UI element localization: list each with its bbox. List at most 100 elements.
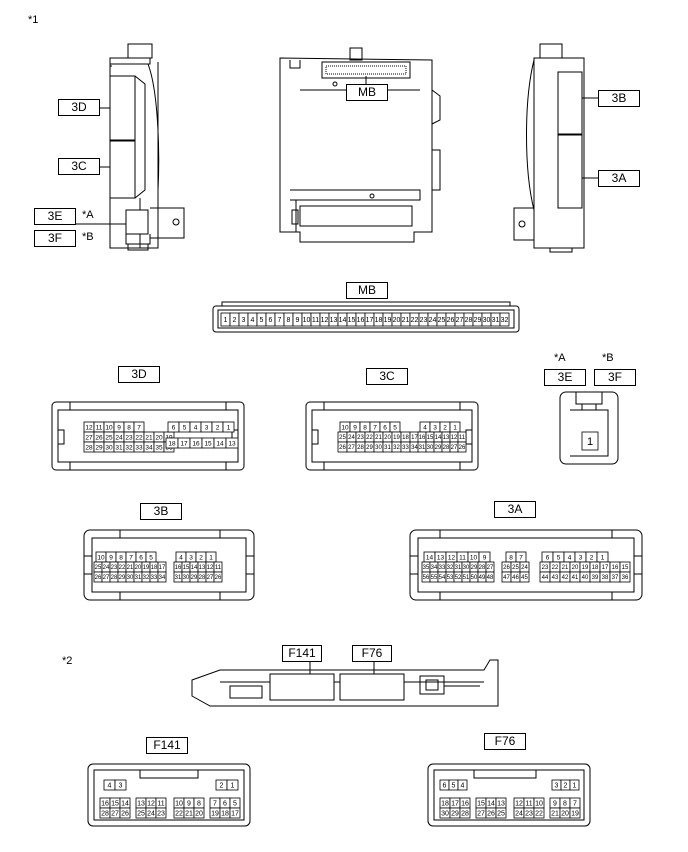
pin-number: 41 [572,575,579,581]
note-star1: *1 [28,14,39,26]
pin-number: 36 [622,575,629,581]
pin-number: 13 [443,435,450,441]
pin-number: 32 [125,444,133,451]
pin-number: 33 [135,444,143,451]
pin-number: 26 [121,811,129,818]
pin-number: 23 [157,811,165,818]
pin-number: 14 [121,801,129,808]
pin-number: 24 [147,811,155,818]
label-mb-top: MB [346,84,388,101]
pin-number: 25 [339,435,346,441]
pin-number: 9 [483,554,487,561]
pin-number: 50 [471,575,478,581]
pin-number: 7 [137,424,141,431]
pin-number: 18 [375,317,383,324]
pin-number: 6 [139,554,143,561]
pin-number: 30 [427,445,434,451]
mb-connector-face [212,301,520,333]
pin-number: 8 [287,317,291,324]
pin-number: 17 [602,565,609,571]
pin-number: 10 [470,554,478,561]
pin-number: 4 [461,783,465,790]
label-3d-face: 3D [118,366,160,383]
pin-cell [222,421,235,433]
pin-number: 46 [512,575,519,581]
pin-number: 9 [553,801,557,808]
pin-number: 3 [579,554,583,561]
pin-cell [114,779,127,791]
pin-number: 28 [199,575,206,581]
pin-number: 32 [393,445,400,451]
pin-number: 4 [194,424,198,431]
pin-number: 17 [159,565,166,571]
pin-number: 18 [151,565,158,571]
pin-number: 30 [483,317,491,324]
pin-number: 24 [515,811,523,818]
pin-number: 5 [452,783,456,790]
pin-number: 30 [441,811,449,818]
pin-number: 21 [402,317,410,324]
pin-number: 5 [260,317,264,324]
pin-number: 3 [242,317,246,324]
pin-number: 8 [119,554,123,561]
pin-number: 15 [622,565,629,571]
label-3e-top: 3E [34,208,76,225]
pin-number: 19 [211,811,219,818]
pin-number: 5 [233,801,237,808]
pin-number: 19 [582,565,589,571]
pin-number: 17 [451,801,459,808]
pin-number: 12 [85,424,93,431]
pin-number: 22 [119,565,126,571]
pin-number: 20 [155,434,163,441]
label-3c-top: 3C [58,158,100,175]
pin-number: 27 [207,575,214,581]
pin-number: 4 [423,424,427,431]
note-b: *B [82,231,94,243]
label-3d-top: 3D [58,99,100,116]
pin-number: 14 [339,317,347,324]
pin-number: 28 [461,811,469,818]
pin-number: 28 [101,811,109,818]
pin-number: 30 [127,575,134,581]
pin-number: 38 [602,575,609,581]
pin-cell [225,437,239,449]
pin-number: 12 [515,801,523,808]
pin-number: 16 [461,801,469,808]
pin-number: 2 [443,424,447,431]
pin-number: 10 [97,554,105,561]
label-f141-face: F141 [146,737,188,754]
pin-number: 49 [479,575,486,581]
connector-3b-face [83,529,255,601]
pin-number: 15 [477,801,485,808]
pin-number: 2 [590,554,594,561]
pin-cell [533,807,545,819]
pin-number: 1 [601,554,605,561]
pin-number: 6 [443,783,447,790]
pin-number: 30 [105,444,113,451]
pin-number: 29 [471,565,478,571]
pin-number: 1 [231,783,235,790]
pin-cell [569,779,580,791]
pin-number: 22 [411,317,419,324]
pin-number: 33 [402,445,409,451]
pin-cell [229,807,241,819]
pin-number: 23 [357,435,364,441]
label-f141-ecu: F141 [282,645,322,662]
pin-number: 32 [501,317,509,324]
pin-number: 8 [363,424,367,431]
pin-number: 26 [95,575,102,581]
pin-number: 48 [487,575,494,581]
pin-number: 3 [189,554,193,561]
pin-number: 30 [375,445,382,451]
pin-number: 13 [437,554,445,561]
pin-number: 25 [497,811,505,818]
pin-number: 29 [451,811,459,818]
pin-number: 10 [303,317,311,324]
pin-number: 9 [187,801,191,808]
pin-number: 11 [459,554,466,561]
pin-number: 5 [557,554,561,561]
pin-number: 29 [191,575,198,581]
pin-number: 15 [111,801,119,808]
pin-number: 9 [109,554,113,561]
pin-number: 7 [129,554,133,561]
